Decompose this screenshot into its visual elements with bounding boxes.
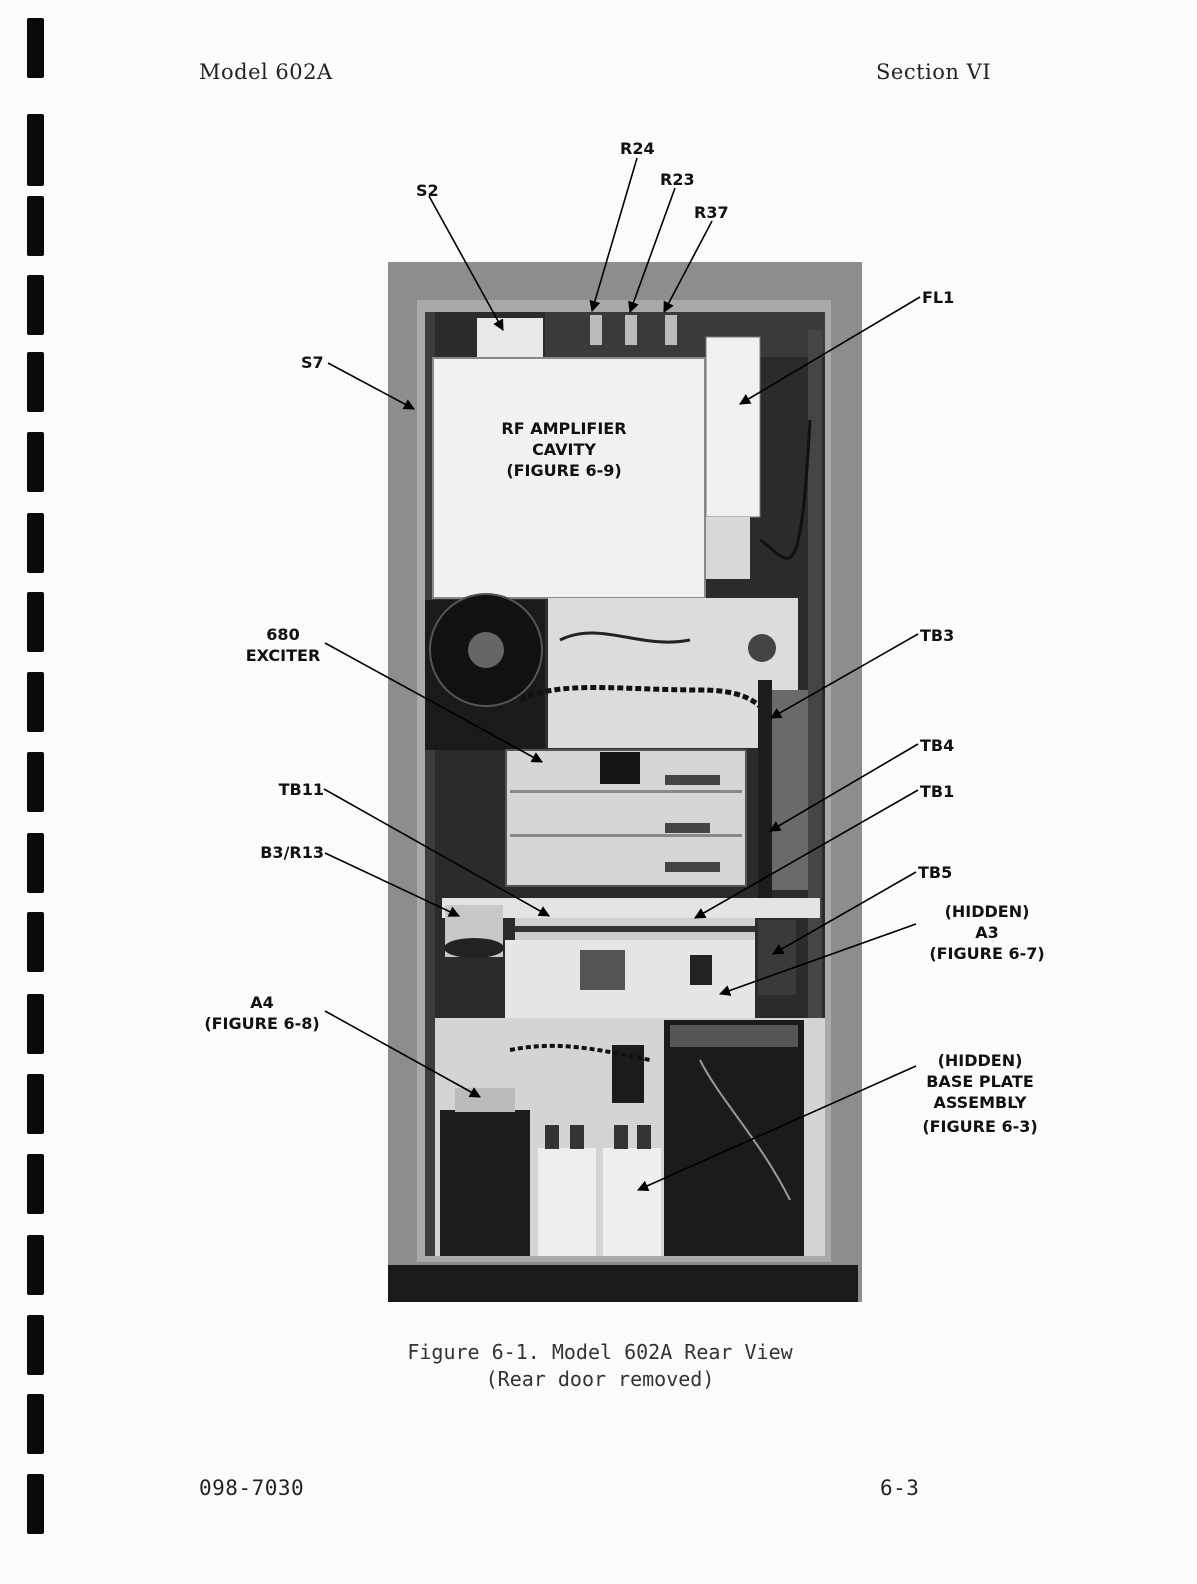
callout-680-exciter: 680 EXCITER xyxy=(238,624,328,666)
callout-tb3: TB3 xyxy=(920,626,955,645)
callout-tb11: TB11 xyxy=(278,780,324,799)
lower-middle-panel xyxy=(505,940,755,1018)
callout-base-line4: (FIGURE 6-3) xyxy=(922,1117,1038,1136)
capacitor-right xyxy=(603,1148,661,1256)
callout-b3-r13: B3/R13 xyxy=(260,843,324,862)
binder-hole xyxy=(27,592,44,652)
binder-hole xyxy=(27,513,44,573)
binder-hole xyxy=(27,672,44,732)
middle-panel xyxy=(548,598,798,748)
callout-a3: (HIDDEN) A3 (FIGURE 6-7) xyxy=(922,901,1052,964)
tb5-strip xyxy=(758,920,796,995)
callout-r24: R24 xyxy=(620,139,655,158)
plate-transformer xyxy=(664,1020,804,1256)
binder-hole xyxy=(27,1235,44,1295)
callout-a4-line1: A4 xyxy=(250,993,274,1012)
binder-hole xyxy=(27,994,44,1054)
callout-s7: S7 xyxy=(301,353,324,372)
callout-a3-line2: A3 xyxy=(975,923,999,942)
figure-caption-subtitle: (Rear door removed) xyxy=(485,1367,715,1391)
callout-base-line1: (HIDDEN) xyxy=(937,1051,1023,1070)
rf-cavity-label-line3: (FIGURE 6-9) xyxy=(506,461,622,480)
footer-page-number: 6-3 xyxy=(880,1476,920,1500)
callout-tb1: TB1 xyxy=(920,782,955,801)
callout-exciter-line2: EXCITER xyxy=(245,646,321,665)
callout-a3-line3: (FIGURE 6-7) xyxy=(929,944,1045,963)
top-components xyxy=(545,312,825,357)
binder-hole xyxy=(27,196,44,256)
terminal-bar xyxy=(442,898,820,918)
figure-caption-title: Figure 6-1. Model 602A Rear View xyxy=(407,1340,793,1364)
terminal-strip-tb3-tb4 xyxy=(758,680,772,910)
binder-hole xyxy=(27,1315,44,1375)
binder-hole xyxy=(27,352,44,412)
binder-hole xyxy=(27,752,44,812)
callout-r37: R37 xyxy=(694,203,729,222)
callout-a4: A4 (FIGURE 6-8) xyxy=(196,992,328,1034)
rf-amplifier-cavity xyxy=(432,357,706,599)
cabinet-base xyxy=(388,1265,858,1302)
callout-base-line3: ASSEMBLY xyxy=(933,1093,1027,1112)
a4-transformer xyxy=(440,1110,530,1256)
rf-cavity-label-line2: CAVITY xyxy=(532,440,596,459)
binder-hole xyxy=(27,114,44,186)
binder-hole xyxy=(27,912,44,972)
binder-hole xyxy=(27,1154,44,1214)
callout-a3-line1: (HIDDEN) xyxy=(944,902,1030,921)
fl1-filter xyxy=(705,336,761,518)
binder-hole xyxy=(27,432,44,492)
rf-cavity-label-line1: RF AMPLIFIER xyxy=(501,419,627,438)
binder-hole xyxy=(27,1074,44,1134)
s2-switch-box xyxy=(477,318,543,362)
callout-base-plate: (HIDDEN) BASE PLATE ASSEMBLY (FIGURE 6-3… xyxy=(918,1050,1042,1137)
callout-tb5: TB5 xyxy=(918,863,953,882)
callout-tb4: TB4 xyxy=(920,736,955,755)
binder-hole xyxy=(27,1394,44,1454)
callout-leaders xyxy=(323,157,921,1192)
callout-r23: R23 xyxy=(660,170,695,189)
binder-hole xyxy=(27,1474,44,1534)
callout-exciter-line1: 680 xyxy=(266,625,300,644)
footer-doc-number: 098-7030 xyxy=(199,1476,305,1500)
header-model: Model 602A xyxy=(199,60,333,84)
binder-hole xyxy=(27,833,44,893)
capacitor-left xyxy=(538,1148,596,1256)
binder-hole xyxy=(27,18,44,78)
callout-a4-line2: (FIGURE 6-8) xyxy=(204,1014,320,1033)
binder-hole xyxy=(27,275,44,335)
callout-s2: S2 xyxy=(416,181,439,200)
header-section: Section VI xyxy=(876,60,992,84)
callout-base-line2: BASE PLATE xyxy=(926,1072,1034,1091)
callout-fl1: FL1 xyxy=(922,288,955,307)
rf-cavity-label: RF AMPLIFIER CAVITY (FIGURE 6-9) xyxy=(494,418,634,481)
